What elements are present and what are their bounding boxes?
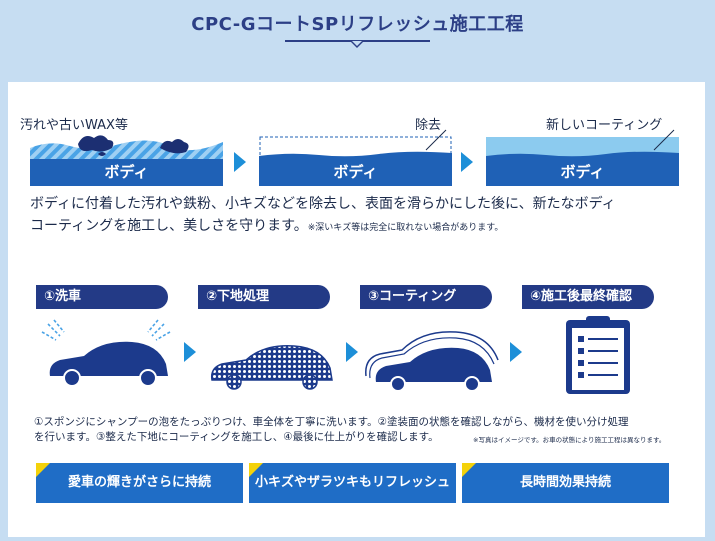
arrow-right-icon: [461, 152, 473, 172]
page-title: CPC-GコートSPリフレッシュ施工工程: [191, 14, 524, 35]
steps-line: ①スポンジにシャンプーの泡をたっぷりつけ、車全体を丁寧に洗います。②塗装面の状態…: [34, 416, 629, 428]
clipboard-icon: [566, 316, 630, 394]
body-bar: ボディ: [259, 159, 452, 186]
benefit-label: 長時間効果持続: [519, 475, 611, 490]
diagram-label-removed: 除去: [415, 118, 442, 133]
steps-description: ①スポンジにシャンプーの泡をたっぷりつけ、車全体を丁寧に洗います。②塗装面の状態…: [34, 415, 674, 445]
description-note: ※深いキズ等は完全に取れない場合があります。: [307, 223, 504, 233]
corner-accent-icon: [36, 463, 50, 477]
car-coating-icon: [365, 331, 499, 392]
corner-accent-icon: [249, 463, 263, 477]
benefit-label: 愛車の輝きがさらに持続: [67, 475, 211, 490]
benefit-label: 小キズやザラツキもリフレッシュ: [254, 475, 450, 490]
step-tab-wash: ①洗車: [36, 285, 168, 309]
body-bar: ボディ: [486, 159, 679, 186]
step-tab-inspection: ④施工後最終確認: [522, 285, 654, 309]
arrow-right-icon: [346, 342, 358, 362]
steps-line: を行います。③整えた下地にコーティングを施工し、④最後に仕上がりを確認します。: [34, 431, 439, 443]
arrow-right-icon: [234, 152, 246, 172]
removed-layer-icon: [259, 136, 452, 161]
description: ボディに付着した汚れや鉄粉、小キズなどを除去し、表面を滑らかにした後に、新たなボ…: [30, 193, 690, 239]
diagram-label-dirt: 汚れや古いWAX等: [20, 118, 128, 133]
arrow-right-icon: [510, 342, 522, 362]
step-tab-prep: ②下地処理: [198, 285, 330, 309]
description-line: ボディに付着した汚れや鉄粉、小キズなどを除去し、表面を滑らかにした後に、新たなボ…: [30, 196, 616, 212]
description-line: コーティングを施工し、美しさを守ります。: [30, 218, 308, 234]
arrow-right-icon: [184, 342, 196, 362]
body-bar: ボディ: [30, 159, 223, 186]
coating-layer-icon: [486, 137, 679, 161]
benefit-longlasting: 長時間効果持続: [462, 463, 669, 503]
header: CPC-GコートSPリフレッシュ施工工程: [0, 0, 715, 66]
leader-line-icon: [653, 129, 675, 151]
diagram-removed: ボディ: [259, 134, 452, 186]
leader-line-icon: [425, 129, 447, 151]
benefit-refresh: 小キズやザラツキもリフレッシュ: [249, 463, 456, 503]
dirt-layer-icon: [30, 135, 223, 160]
step-tab-coating: ③コーティング: [360, 285, 492, 309]
diagram-label-coating: 新しいコーティング: [546, 118, 663, 133]
diagram-coated: ボディ: [486, 134, 679, 186]
corner-accent-icon: [462, 463, 476, 477]
benefit-shine: 愛車の輝きがさらに持続: [36, 463, 243, 503]
car-prep-icon: [210, 345, 333, 390]
image-note: ※写真はイメージです。お車の状態により施工工程は異なります。: [473, 436, 666, 444]
diagram-dirty: ボディ: [30, 134, 223, 186]
car-wash-icon: [41, 319, 171, 387]
